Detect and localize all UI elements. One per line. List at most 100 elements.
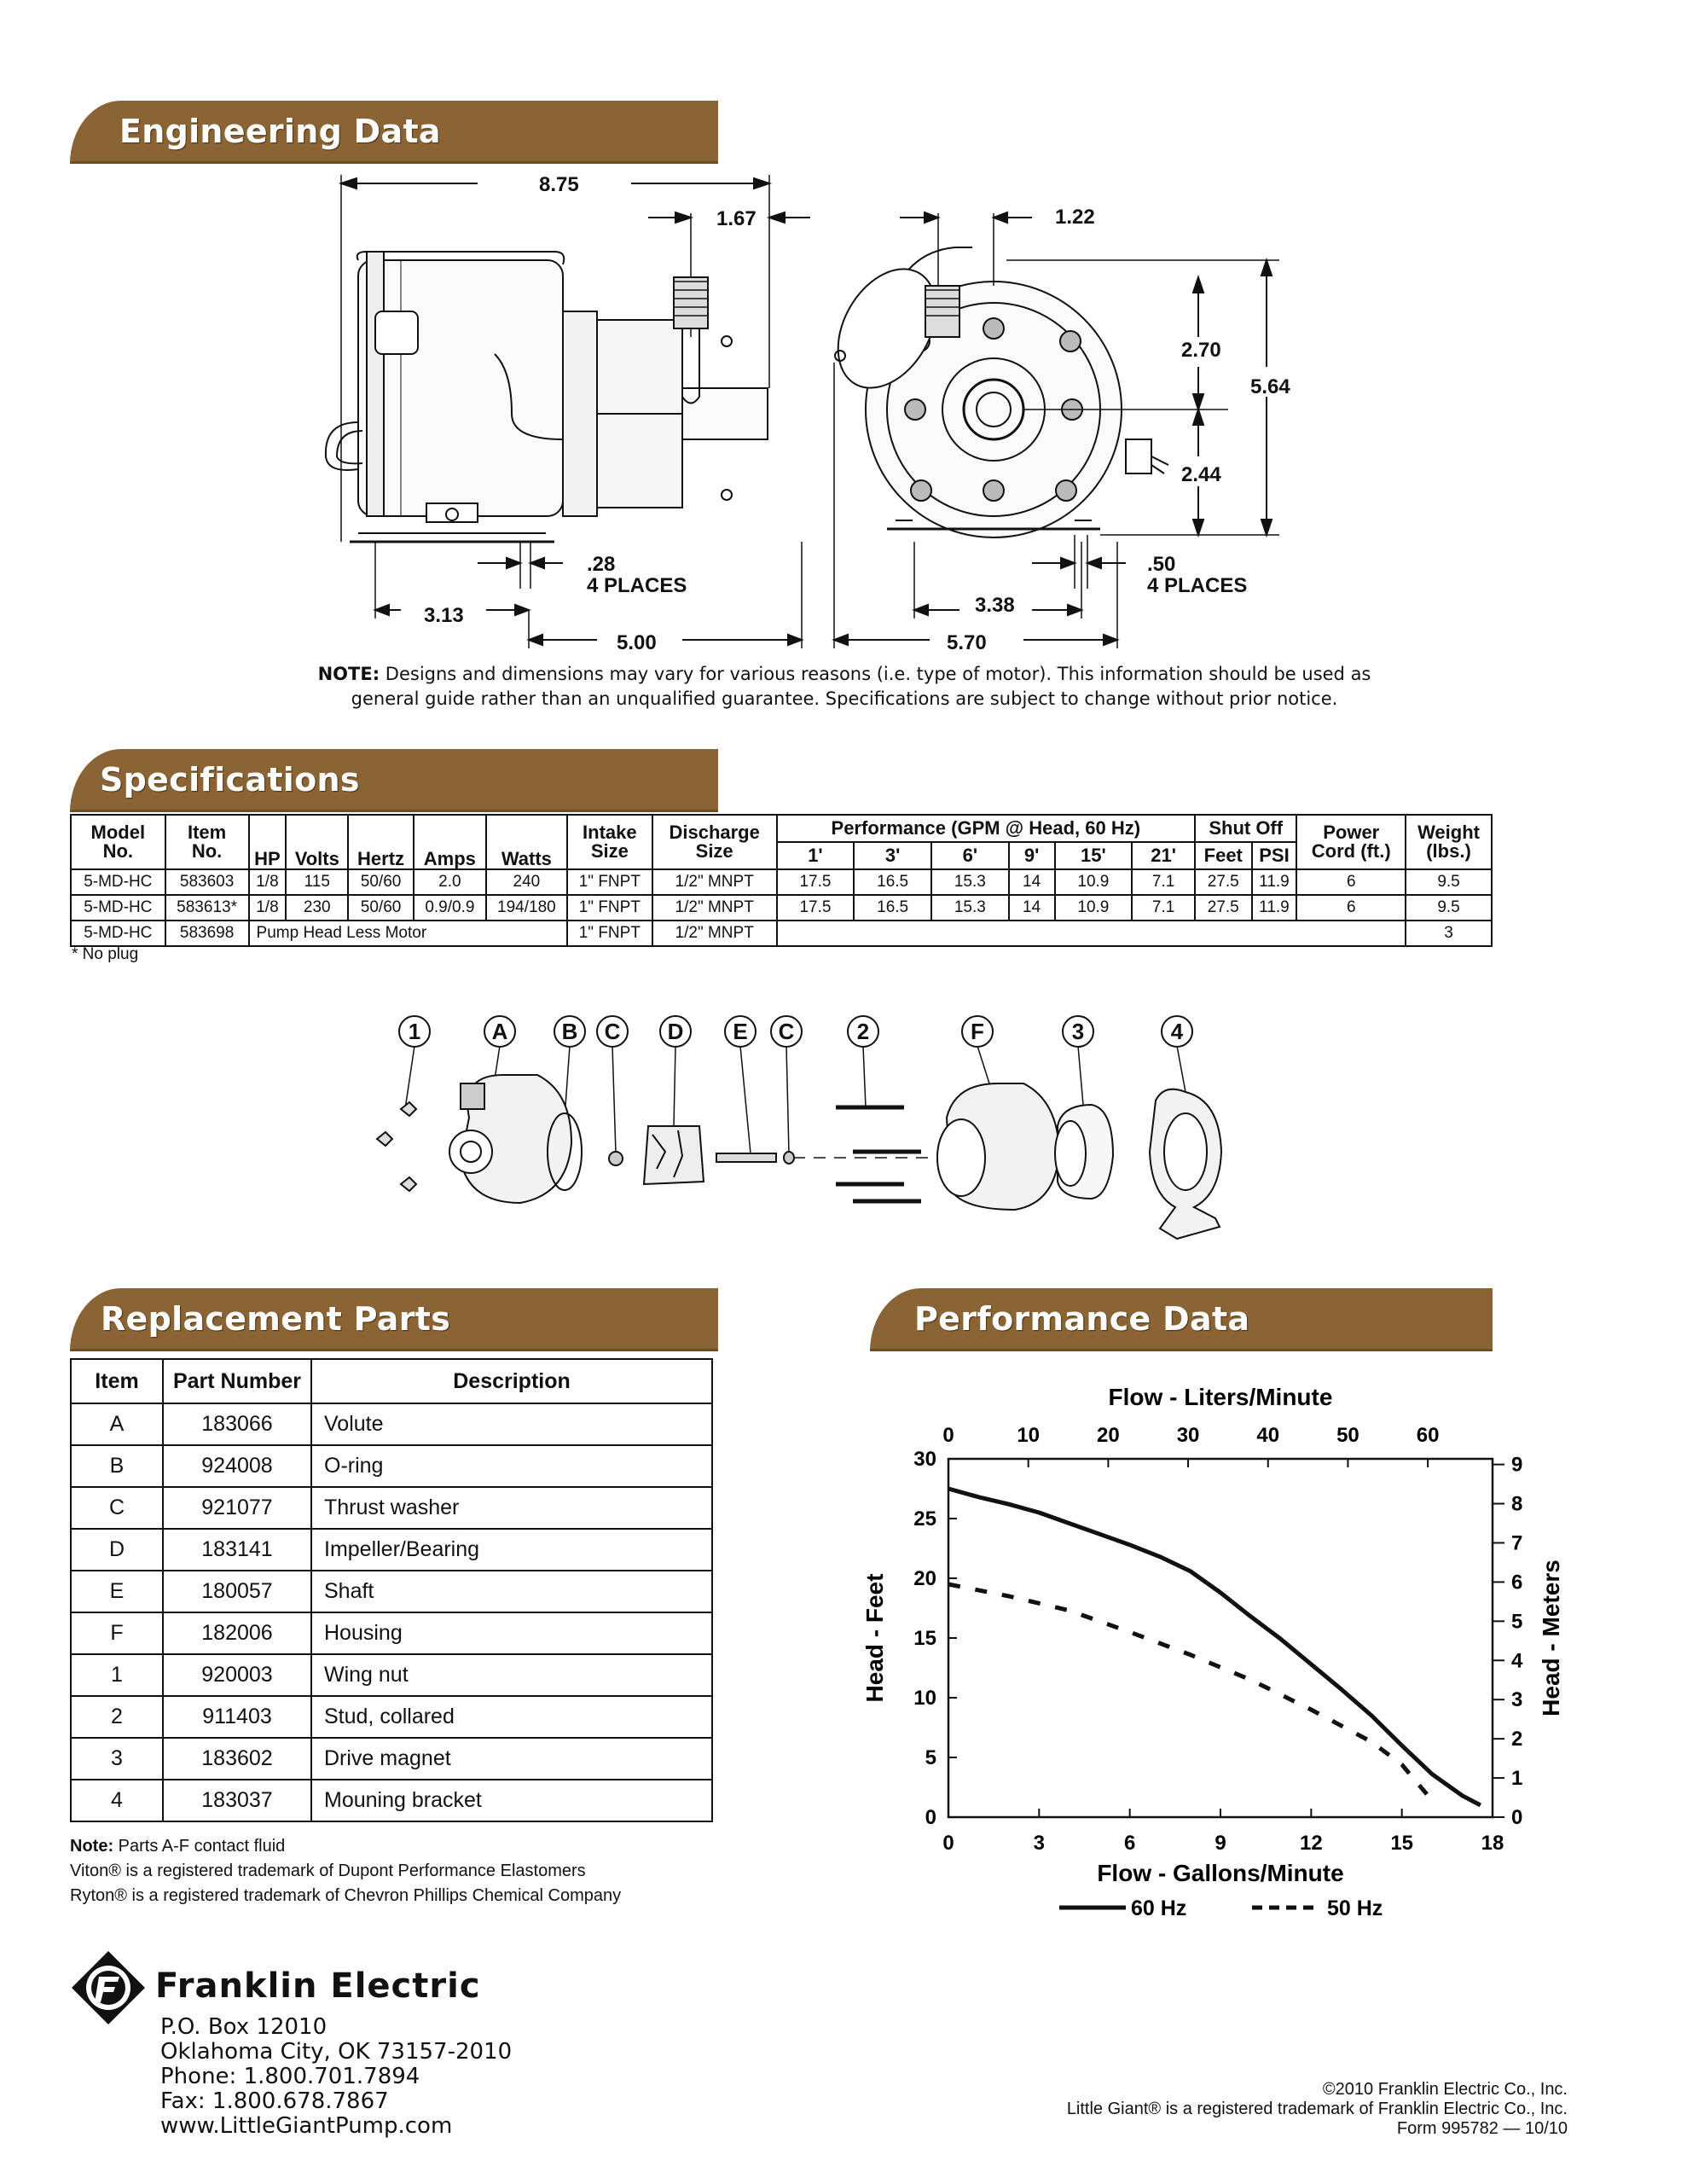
spec-cell: 3 [1405,920,1493,947]
parts-item: A [70,1403,164,1446]
dim-1-67: 1.67 [716,207,757,230]
parts-description: Stud, collared [310,1695,713,1739]
callout-leader [404,1045,415,1110]
parts-item: C [70,1486,164,1530]
spec-cell: 14 [1007,894,1056,921]
company-name: Franklin Electric [155,1966,481,2006]
spec-cell: 9.5 [1405,894,1493,921]
parts-number: 183602 [162,1737,312,1780]
y2-tick-label: 2 [1511,1728,1522,1751]
dim-0-28-places: 4 PLACES [587,574,687,597]
callout-leader [1077,1045,1084,1106]
y2-tick-label: 7 [1511,1531,1522,1554]
spec-cell: 1/2" MNPT [651,868,778,896]
engineering-note-label: NOTE: [317,664,380,684]
replacement-parts-banner: Replacement Parts [70,1288,718,1351]
parts-number: 924008 [162,1444,312,1488]
x2-tick-label: 20 [1097,1424,1120,1447]
dim-0-50: .50 [1147,553,1176,576]
dim-5-70: 5.70 [947,631,987,654]
callout-label: A [484,1015,516,1048]
parts-description: Volute [310,1403,713,1446]
y-tick-label: 20 [913,1567,936,1590]
parts-number: 183037 [162,1779,312,1822]
y-tick-label: 15 [913,1627,936,1650]
spec-header-weight: Weight(lbs.) [1405,814,1493,870]
parts-header-part-number: Part Number [162,1358,312,1404]
callout-label: C [770,1015,803,1048]
x2-tick-label: 50 [1336,1424,1359,1447]
spec-cell: 11.9 [1250,894,1298,921]
parts-item: 1 [70,1653,164,1697]
parts-item: 3 [70,1737,164,1780]
engineering-note-line1: Designs and dimensions may vary for vari… [385,664,1371,684]
parts-item: B [70,1444,164,1488]
footer-form-number: Form 995782 — 10/10 [1396,2119,1568,2138]
spec-cell: 2.0 [412,868,487,896]
parts-number: 183141 [162,1528,312,1571]
parts-number: 180057 [162,1570,312,1613]
callout-label: D [659,1015,692,1048]
x-tick-label: 0 [942,1832,954,1855]
parts-header-description: Description [310,1358,713,1404]
spec-cell: 15.3 [930,894,1010,921]
specifications-title: Specifications [100,761,360,799]
company-address: P.O. Box 12010 Oklahoma City, OK 73157-2… [160,2015,512,2139]
callout-leader [739,1045,751,1154]
callout-leader [612,1045,617,1154]
spec-cell: 6 [1296,868,1407,896]
y2-tick-label: 4 [1511,1649,1523,1672]
engineering-data-banner: Engineering Data [70,101,718,164]
x-tick-label: 6 [1124,1832,1135,1855]
spec-header-shutoff: Shut Off [1194,814,1298,843]
x2-tick-label: 10 [1017,1424,1040,1447]
callout-leader [977,1045,990,1084]
spec-cell: 0.9/0.9 [412,894,487,921]
parts-item: E [70,1570,164,1613]
spec-header-head-9: 9' [1007,841,1056,870]
parts-number: 183066 [162,1403,312,1446]
parts-description: Impeller/Bearing [310,1528,713,1571]
footer-trademark: Little Giant® is a registered trademark … [1066,2100,1568,2118]
x-axis-label: Flow - Gallons/Minute [1097,1860,1343,1886]
spec-cell: 5-MD-HC [70,868,166,896]
parts-item: D [70,1528,164,1571]
engineering-data-title: Engineering Data [119,113,441,150]
callout-label: 4 [1161,1015,1193,1048]
spec-footnote: * No plug [72,945,139,963]
y-tick-label: 0 [925,1806,936,1829]
franklin-electric-logo-icon [72,1951,145,2024]
x2-axis-label: Flow - Liters/Minute [1109,1384,1333,1410]
spec-cell: 7.1 [1131,894,1197,921]
x-tick-label: 15 [1390,1832,1413,1855]
spec-cell: 115 [285,868,350,896]
y2-tick-label: 9 [1511,1454,1522,1477]
callout-label: C [596,1015,629,1048]
spec-cell: 7.1 [1131,868,1197,896]
plot-frame [947,1457,1494,1819]
address-website: www.LittleGiantPump.com [160,2113,453,2139]
x-tick-label: 12 [1300,1832,1323,1855]
callout-label: F [961,1015,994,1048]
dim-8-75: 8.75 [539,173,579,196]
spec-header-feet: Feet [1194,841,1253,870]
callout-leader [862,1045,867,1108]
parts-item: 2 [70,1695,164,1739]
spec-cell: 27.5 [1194,894,1253,921]
spec-cell: 14 [1007,868,1056,896]
x-tick-label: 3 [1034,1832,1045,1855]
spec-cell: 16.5 [853,894,932,921]
spec-cell: 10.9 [1053,868,1133,896]
parts-description: Housing [310,1612,713,1655]
spec-header-head-1: 1' [775,841,855,870]
